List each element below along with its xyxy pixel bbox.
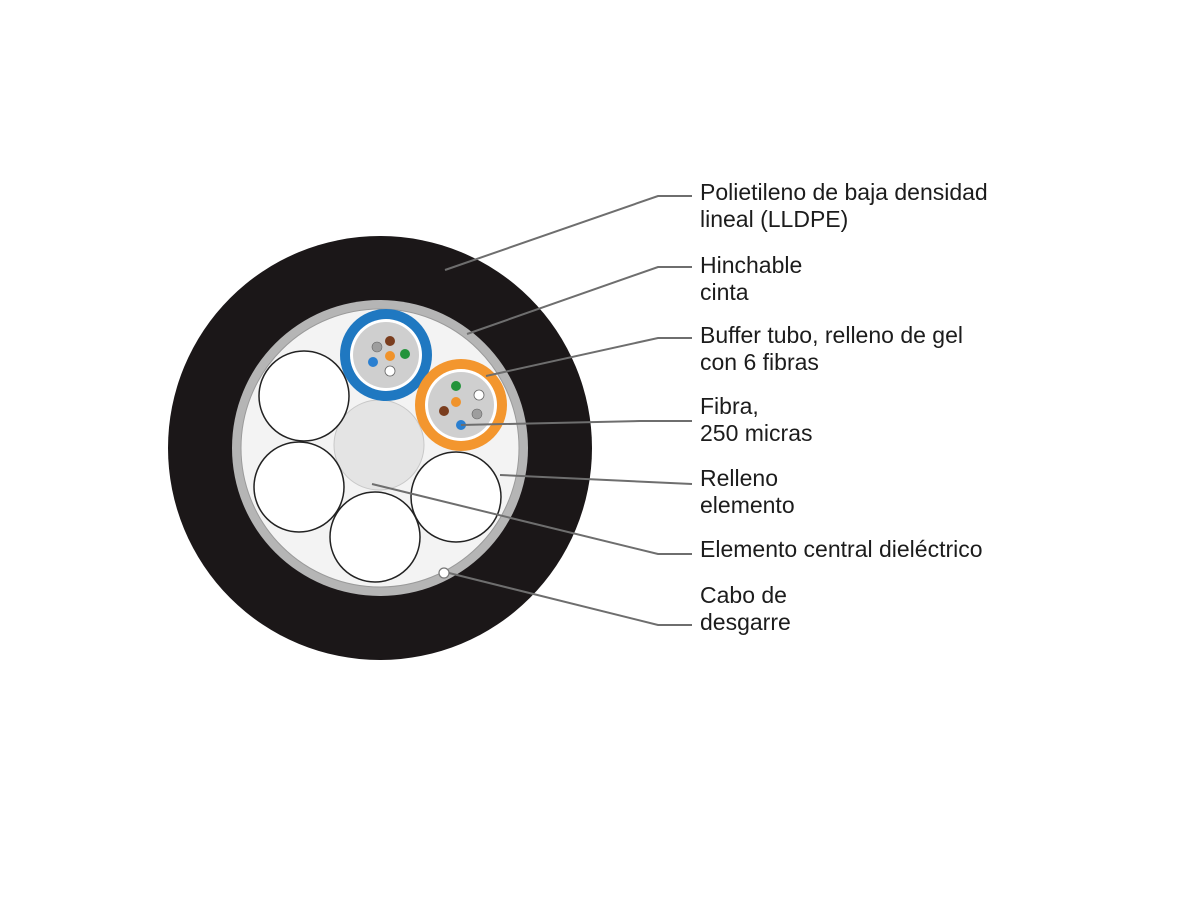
label-buffer-tube: Buffer tubo, relleno de gel con 6 fibras <box>700 322 969 375</box>
leader-line-ripcord <box>448 572 692 626</box>
filler-element <box>253 441 345 533</box>
fiber-green <box>451 381 461 391</box>
fiber-green <box>400 349 410 359</box>
label-fiber-line1: Fibra, <box>700 393 759 419</box>
label-fiber: Fibra, 250 micras <box>700 393 812 446</box>
label-lldpe-jacket: Polietileno de baja densidad lineal (LLD… <box>700 179 994 232</box>
label-rip-cord: Cabo de desgarre <box>700 582 793 635</box>
label-rip-cord-line1: Cabo de <box>700 582 787 608</box>
fiber-white <box>384 365 396 377</box>
label-lldpe-jacket-line1: Polietileno de baja densidad <box>700 179 988 205</box>
leader-line-central <box>371 483 692 555</box>
leader-line-jacket <box>444 195 692 271</box>
rip-cord <box>438 567 450 579</box>
fiber-gray <box>471 408 483 420</box>
buffer-tube-blue <box>340 309 432 401</box>
leader-line-filler <box>499 474 693 485</box>
leader-line-buffer <box>485 337 692 377</box>
fiber-brown <box>439 406 449 416</box>
filler-element <box>329 491 421 583</box>
label-filler-element: Relleno elemento <box>700 465 795 518</box>
fiber-brown <box>385 336 395 346</box>
label-central-member: Elemento central dieléctrico <box>700 536 983 562</box>
fiber-blue <box>368 357 378 367</box>
label-filler-element-line1: Relleno <box>700 465 778 491</box>
buffer-tube-orange <box>415 359 507 451</box>
label-swellable-tape-line1: Hinchable <box>700 252 802 278</box>
label-buffer-tube-line2: con 6 fibras <box>700 349 819 375</box>
central-dielectric-member <box>333 399 425 491</box>
label-fiber-line2: 250 micras <box>700 420 812 446</box>
fiber-orange <box>385 351 395 361</box>
label-central-member-line1: Elemento central dieléctrico <box>700 536 983 562</box>
fiber-white <box>473 389 485 401</box>
label-rip-cord-line2: desgarre <box>700 609 791 635</box>
leader-line-tape <box>466 266 692 335</box>
fiber-orange <box>451 397 461 407</box>
filler-element <box>258 350 350 442</box>
filler-element <box>410 451 502 543</box>
leader-line-fiber <box>460 420 692 426</box>
label-swellable-tape-line2: cinta <box>700 279 749 305</box>
label-buffer-tube-line1: Buffer tubo, relleno de gel <box>700 322 963 348</box>
label-swellable-tape: Hinchable cinta <box>700 252 809 305</box>
fiber-gray <box>371 341 383 353</box>
label-filler-element-line2: elemento <box>700 492 795 518</box>
label-lldpe-jacket-line2: lineal (LLDPE) <box>700 206 848 232</box>
